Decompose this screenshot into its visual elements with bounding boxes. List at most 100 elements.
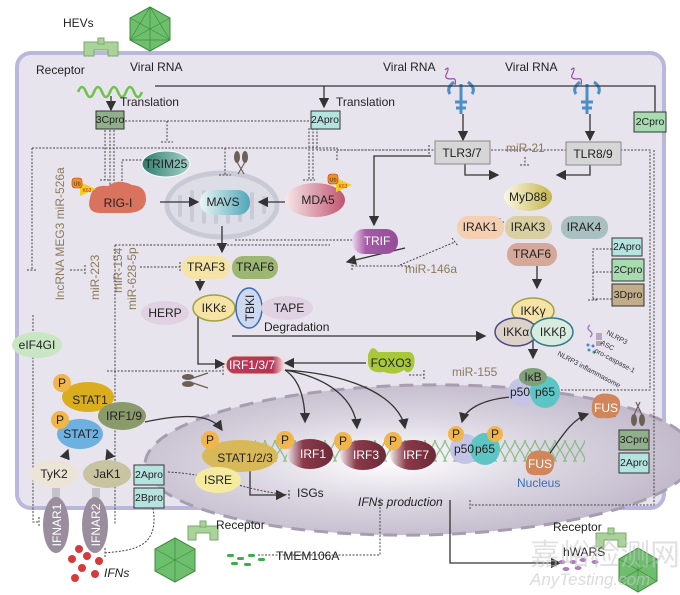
- svg-text:TRAF6: TRAF6: [236, 260, 274, 274]
- irf3-nuclear-node: IRF3 P: [334, 432, 386, 470]
- irak1-node: IRAK1: [457, 216, 504, 239]
- hev-virion-top: [129, 6, 171, 52]
- receptor-label-bottom-right: Receptor: [553, 520, 602, 534]
- tmem106a-label: TMEM106A: [276, 549, 339, 563]
- tbk1-node: TBKI: [235, 287, 263, 329]
- mir-628-label: miR-628-5p: [125, 247, 139, 310]
- svg-text:TLR3/7: TLR3/7: [442, 146, 482, 160]
- protease-2apro-left: 2Apro: [133, 464, 165, 486]
- phospho-p-p50: P: [452, 427, 460, 441]
- phospho-p-irf7: P: [389, 434, 397, 448]
- mir-154-label: miR-154: [111, 247, 125, 293]
- svg-text:3Cpro: 3Cpro: [96, 114, 125, 126]
- stat2-node: STAT2 P: [51, 411, 103, 449]
- ifns-molecules: [68, 545, 103, 582]
- viral-rna-label-mid: Viral RNA: [383, 60, 435, 74]
- svg-text:IFNAR2: IFNAR2: [89, 503, 103, 546]
- receptor-label-top: Receptor: [36, 63, 85, 77]
- protease-2cpro-right: 2Cpro: [611, 258, 645, 282]
- svg-text:ISRE: ISRE: [204, 473, 232, 487]
- tape-node: TAPE: [261, 296, 313, 320]
- hwars-label: hWARS: [563, 545, 605, 559]
- svg-text:MAVS: MAVS: [206, 195, 239, 209]
- p50-node: p50: [510, 385, 530, 399]
- watermark-english: AnyTesting.com: [529, 570, 650, 589]
- irf7-nuclear-node: IRF7 P: [384, 432, 436, 470]
- svg-text:eIF4GI: eIF4GI: [19, 338, 56, 352]
- protease-2apro-top: 2Apro: [310, 110, 341, 130]
- mir-146a-label: miR-146a: [405, 262, 457, 276]
- scissors-icon-fus: [631, 401, 645, 426]
- svg-text:FUS: FUS: [528, 457, 552, 471]
- irf137-node: IRF1/3/7: [225, 355, 285, 375]
- herp-node: HERP: [141, 301, 189, 325]
- svg-text:TRIF: TRIF: [364, 234, 391, 248]
- ifnar2-node: IFNAR2: [82, 497, 108, 553]
- receptor-icon-bottom-right: [595, 527, 627, 548]
- svg-text:MyD88: MyD88: [509, 190, 547, 204]
- protease-2bpro-left: 2Bpro: [133, 487, 165, 509]
- svg-text:2Apro: 2Apro: [613, 241, 641, 253]
- svg-text:IFNAR1: IFNAR1: [50, 503, 64, 546]
- mir-155-label: miR-155: [452, 365, 498, 379]
- svg-text:2Apro: 2Apro: [135, 469, 163, 481]
- protease-3cpro-bottom: 3Cpro: [618, 429, 650, 451]
- svg-text:2Apro: 2Apro: [620, 457, 648, 469]
- protease-3dpro-right: 3Dpro: [611, 283, 645, 307]
- rig-i-node: RIG-I: [89, 181, 146, 213]
- p65-node: p65: [535, 385, 555, 399]
- viral-rna-label-left: Viral RNA: [130, 60, 182, 74]
- myd88-node: MyD88: [504, 183, 552, 211]
- svg-text:IKKε: IKKε: [202, 301, 227, 315]
- svg-text:STAT2: STAT2: [63, 427, 99, 441]
- svg-text:IRF3: IRF3: [353, 448, 379, 462]
- mir-223-label: miR-223: [88, 254, 102, 300]
- nfkb-nuclear-complex: p50 p65 P P: [448, 426, 503, 465]
- svg-text:JaK1: JaK1: [93, 467, 121, 481]
- receptor-icon-bottom: [187, 520, 219, 541]
- traf3-node: TRAF3: [182, 256, 230, 279]
- svg-text:TLR8/9: TLR8/9: [573, 147, 613, 161]
- protease-2apro-right: 2Apro: [611, 237, 643, 257]
- svg-text:TAPE: TAPE: [274, 301, 304, 315]
- hwars-molecules: [558, 558, 599, 571]
- svg-text:HERP: HERP: [148, 306, 181, 320]
- viral-rna-icon: [76, 85, 144, 99]
- stat123-node: STAT1/2/3 P: [201, 431, 278, 472]
- ifns-label: IFNs: [104, 566, 129, 580]
- activation-arrows: [59, 85, 656, 569]
- watermark-chinese: 嘉峪检测网: [530, 539, 680, 572]
- scissors-icon-mavs: [234, 151, 248, 175]
- trim25-node: TRIM25: [141, 150, 191, 178]
- degradation-label: Degradation: [264, 320, 329, 334]
- translation-label-left: Translation: [120, 95, 179, 109]
- ikka-node: IKKα: [503, 325, 529, 339]
- irf19-node: IRF1/9: [98, 402, 146, 430]
- receptor-label-bottom: Receptor: [216, 518, 265, 532]
- traf6-node-mavs: TRAF6: [232, 256, 278, 279]
- hev-virion-bottom-left: [154, 537, 196, 583]
- svg-text:IRAK3: IRAK3: [511, 220, 546, 234]
- fus-node-cytoplasm: FUS: [591, 393, 621, 419]
- irf1-nuclear-node: IRF1 P: [276, 431, 333, 469]
- isgs-label: ISGs: [297, 486, 324, 500]
- protease-3cpro-top: 3Cpro: [95, 110, 125, 130]
- phospho-p-stat123: P: [206, 433, 214, 447]
- hevs-label: HEVs: [63, 16, 94, 30]
- phospho-p-stat2: P: [56, 413, 64, 427]
- translation-label-right: Translation: [336, 95, 395, 109]
- trif-node: TRIF: [352, 229, 398, 254]
- phospho-p-irf1: P: [281, 433, 289, 447]
- fus-node-nucleus: FUS: [525, 450, 555, 476]
- nucleus-label: Nucleus: [517, 476, 560, 490]
- ub-k63-tag-rig-i: Ub K63: [71, 177, 96, 196]
- traf6-node-myd88: TRAF6: [507, 243, 557, 266]
- svg-text:2Bpro: 2Bpro: [135, 492, 163, 504]
- mir-526a-label: lncRNA MEG3 miR-526a: [53, 167, 67, 300]
- svg-text:2Cpro: 2Cpro: [614, 264, 643, 276]
- svg-text:IRAK4: IRAK4: [567, 220, 602, 234]
- ikkb-node: IKKβ: [540, 325, 566, 339]
- svg-text:3Cpro: 3Cpro: [620, 434, 649, 446]
- isre-node: ISRE: [195, 467, 241, 493]
- svg-text:2Cpro: 2Cpro: [636, 116, 665, 128]
